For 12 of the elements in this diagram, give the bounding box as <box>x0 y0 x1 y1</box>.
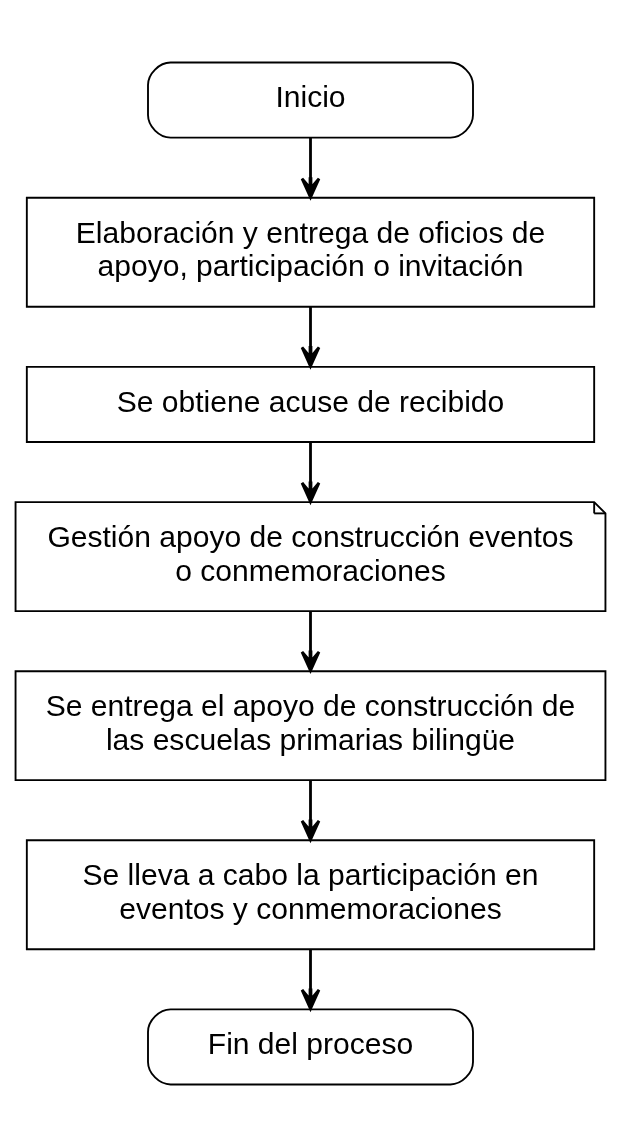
arrow <box>300 948 321 1010</box>
node-box: Fin del proceso <box>147 1007 474 1085</box>
arrow <box>300 780 321 841</box>
node-box: Inicio <box>147 61 474 139</box>
node-box: Se entrega el apoyo de construcción de las escuelas primarias bilingüe <box>14 669 607 781</box>
arrow <box>300 137 321 199</box>
node-box: Se obtiene acuse de recibido <box>25 365 596 443</box>
arrow <box>300 306 321 368</box>
node-box: Elaboración y entrega de oficios de apoyo, participación o invitación <box>25 196 596 308</box>
node-box: Se lleva a cabo la participación en eventos y conmemoraciones <box>25 838 596 950</box>
arrow <box>300 441 321 503</box>
arrow <box>300 611 321 672</box>
